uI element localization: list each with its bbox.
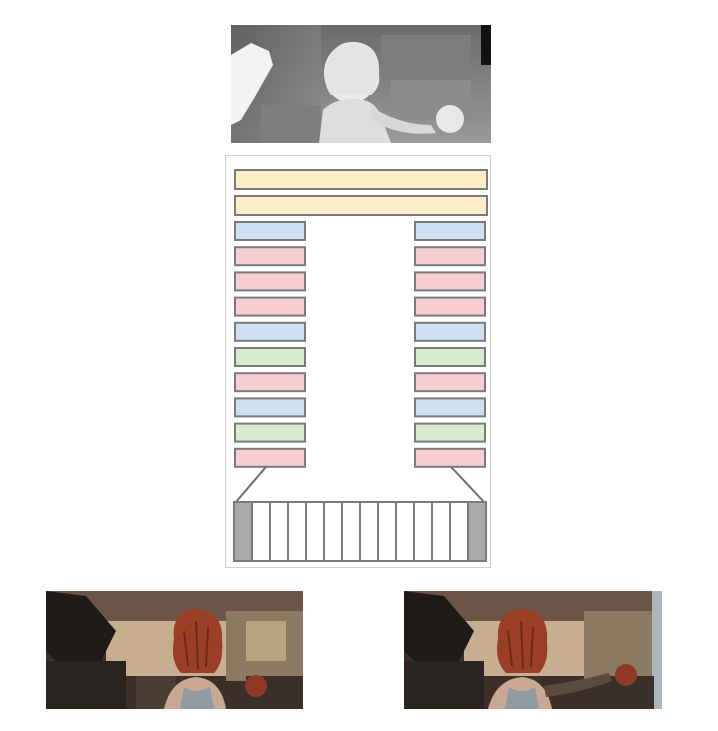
- input-strip-cell: [287, 501, 307, 562]
- left-column-block: [234, 321, 306, 342]
- input-strip-shaded-cell: [233, 501, 253, 562]
- right-column-block: [414, 372, 486, 393]
- left-column-block: [234, 221, 306, 241]
- top-block: [234, 195, 488, 216]
- input-strip-cell: [323, 501, 343, 562]
- left-column-block: [234, 422, 306, 443]
- depth-map-image: [231, 25, 491, 143]
- connector-right: [450, 466, 485, 503]
- input-strip-cell: [305, 501, 325, 562]
- left-column-block: [234, 246, 306, 267]
- input-strip-cell: [269, 501, 289, 562]
- input-strip-cell: [359, 501, 379, 562]
- left-column-block: [234, 271, 306, 292]
- left-column-block: [234, 372, 306, 393]
- rendered-frame-right: [404, 591, 662, 709]
- right-column-block: [414, 422, 486, 443]
- input-strip-cell: [377, 501, 397, 562]
- right-column-block: [414, 447, 486, 468]
- right-column-block: [414, 296, 486, 317]
- connector-left: [235, 466, 267, 503]
- input-strip-cell: [395, 501, 415, 562]
- network-diagram: [225, 155, 491, 568]
- right-column-block: [414, 246, 486, 267]
- input-strip-cell: [449, 501, 469, 562]
- left-column-block: [234, 296, 306, 317]
- input-strip-cell: [413, 501, 433, 562]
- top-block: [234, 169, 488, 190]
- right-column-block: [414, 221, 486, 241]
- diagram-canvas: [233, 169, 488, 562]
- right-column-block: [414, 347, 486, 367]
- right-column-block: [414, 397, 486, 418]
- left-column-block: [234, 347, 306, 367]
- left-column-block: [234, 447, 306, 468]
- right-column-block: [414, 271, 486, 292]
- input-strip-cell: [341, 501, 361, 562]
- input-strip-cell: [431, 501, 451, 562]
- left-column-block: [234, 397, 306, 418]
- input-strip-shaded-cell: [467, 501, 487, 562]
- right-column-block: [414, 321, 486, 342]
- input-strip-cell: [251, 501, 271, 562]
- rendered-frame-left: [46, 591, 303, 709]
